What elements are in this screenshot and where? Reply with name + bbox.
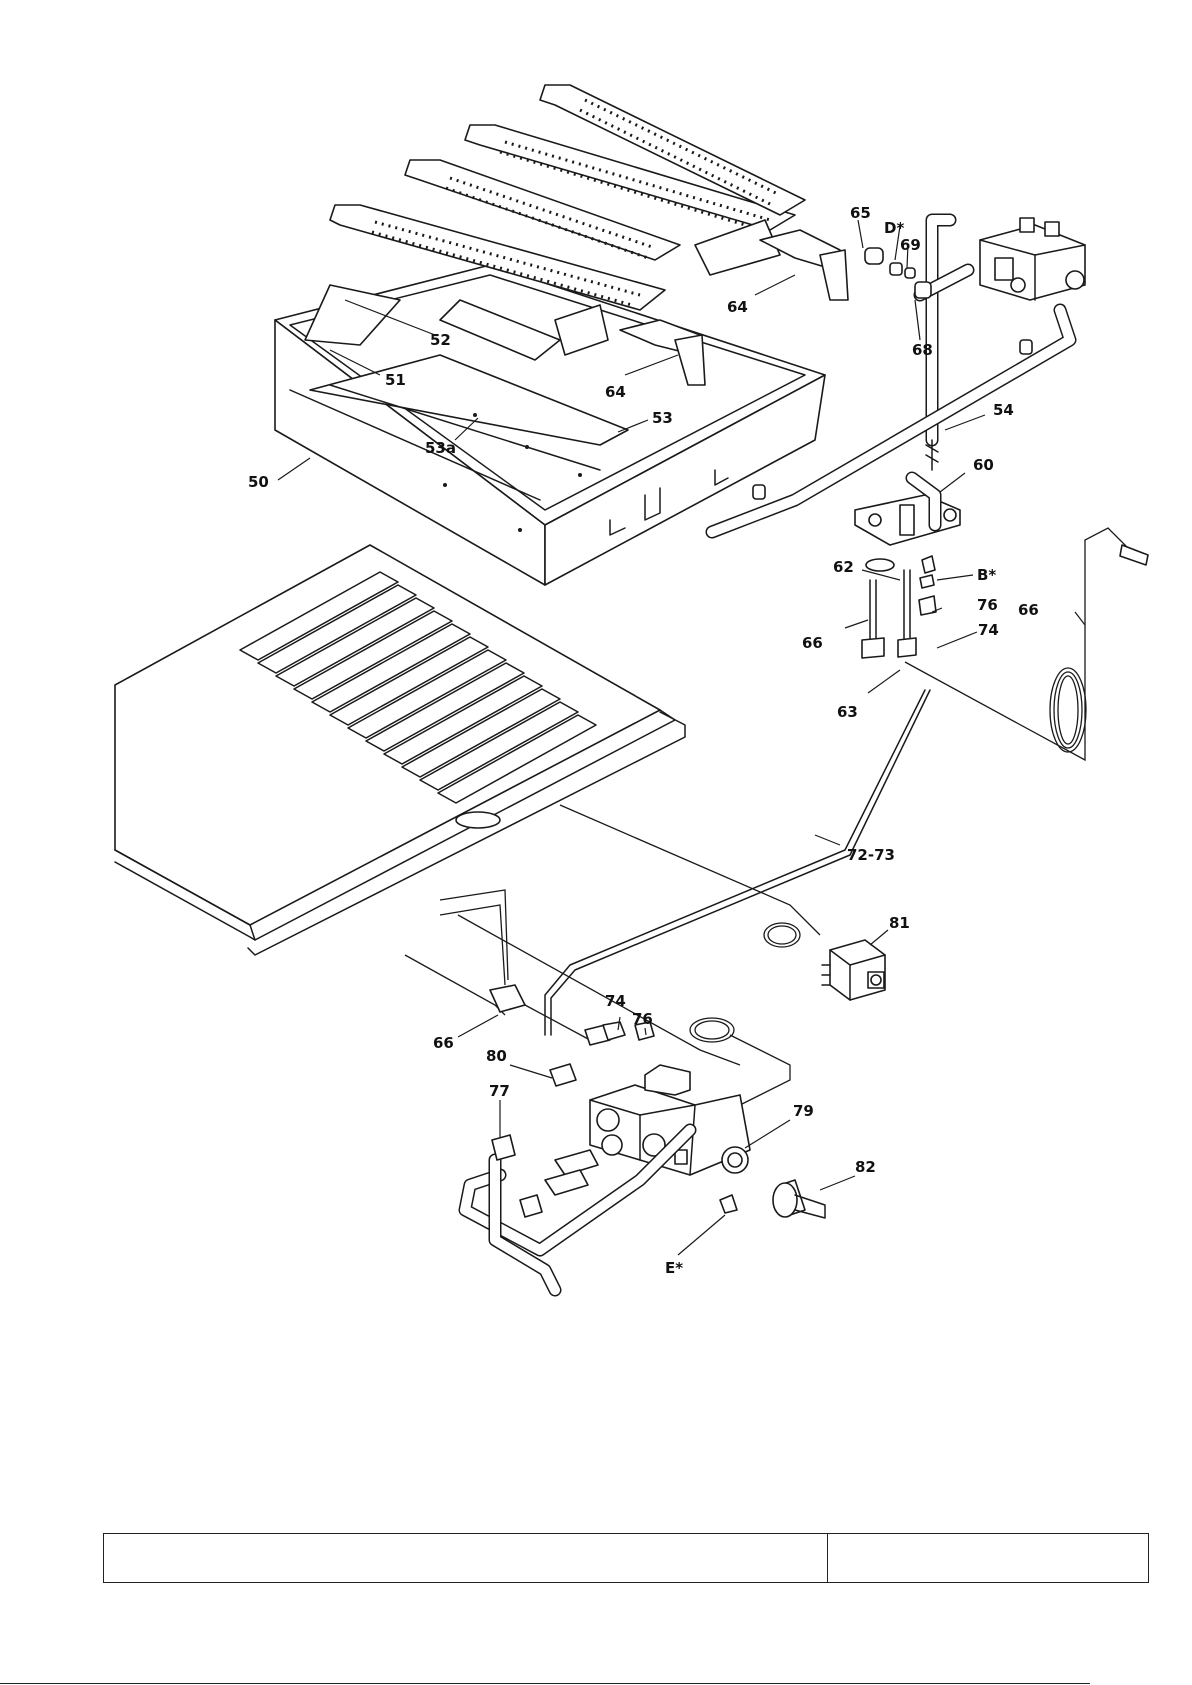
label-68: 68 bbox=[912, 341, 933, 359]
label-79: 79 bbox=[793, 1102, 814, 1120]
label-74a: 74 bbox=[978, 621, 999, 639]
label-66b: 66 bbox=[1018, 601, 1039, 619]
cover-plate-drawing bbox=[115, 545, 685, 955]
label-D: D* bbox=[884, 219, 904, 237]
label-50: 50 bbox=[248, 473, 269, 491]
label-B: B* bbox=[977, 566, 996, 584]
label-74b: 74 bbox=[605, 992, 626, 1010]
label-64a: 64 bbox=[605, 383, 626, 401]
lower-gas-valve-drawing bbox=[405, 890, 825, 1290]
label-80: 80 bbox=[486, 1047, 507, 1065]
label-65: 65 bbox=[850, 204, 871, 222]
label-76a: 76 bbox=[977, 596, 998, 614]
label-62: 62 bbox=[833, 558, 854, 576]
label-51: 51 bbox=[385, 371, 406, 389]
bottom-rule bbox=[0, 1683, 1090, 1684]
label-52: 52 bbox=[430, 331, 451, 349]
label-63: 63 bbox=[837, 703, 858, 721]
label-82: 82 bbox=[855, 1158, 876, 1176]
label-81: 81 bbox=[889, 914, 910, 932]
label-76b: 76 bbox=[632, 1010, 653, 1028]
label-66c: 66 bbox=[433, 1034, 454, 1052]
label-77: 77 bbox=[489, 1082, 510, 1100]
label-60: 60 bbox=[973, 456, 994, 474]
label-54: 54 bbox=[993, 401, 1014, 419]
label-E: E* bbox=[665, 1259, 683, 1277]
label-72-73: 72-73 bbox=[847, 846, 895, 864]
title-block-divider bbox=[827, 1534, 828, 1582]
label-64b: 64 bbox=[727, 298, 748, 316]
label-69: 69 bbox=[900, 236, 921, 254]
label-53a: 53a bbox=[425, 439, 456, 457]
title-block bbox=[103, 1533, 1149, 1583]
label-53: 53 bbox=[652, 409, 673, 427]
label-66a: 66 bbox=[802, 634, 823, 652]
